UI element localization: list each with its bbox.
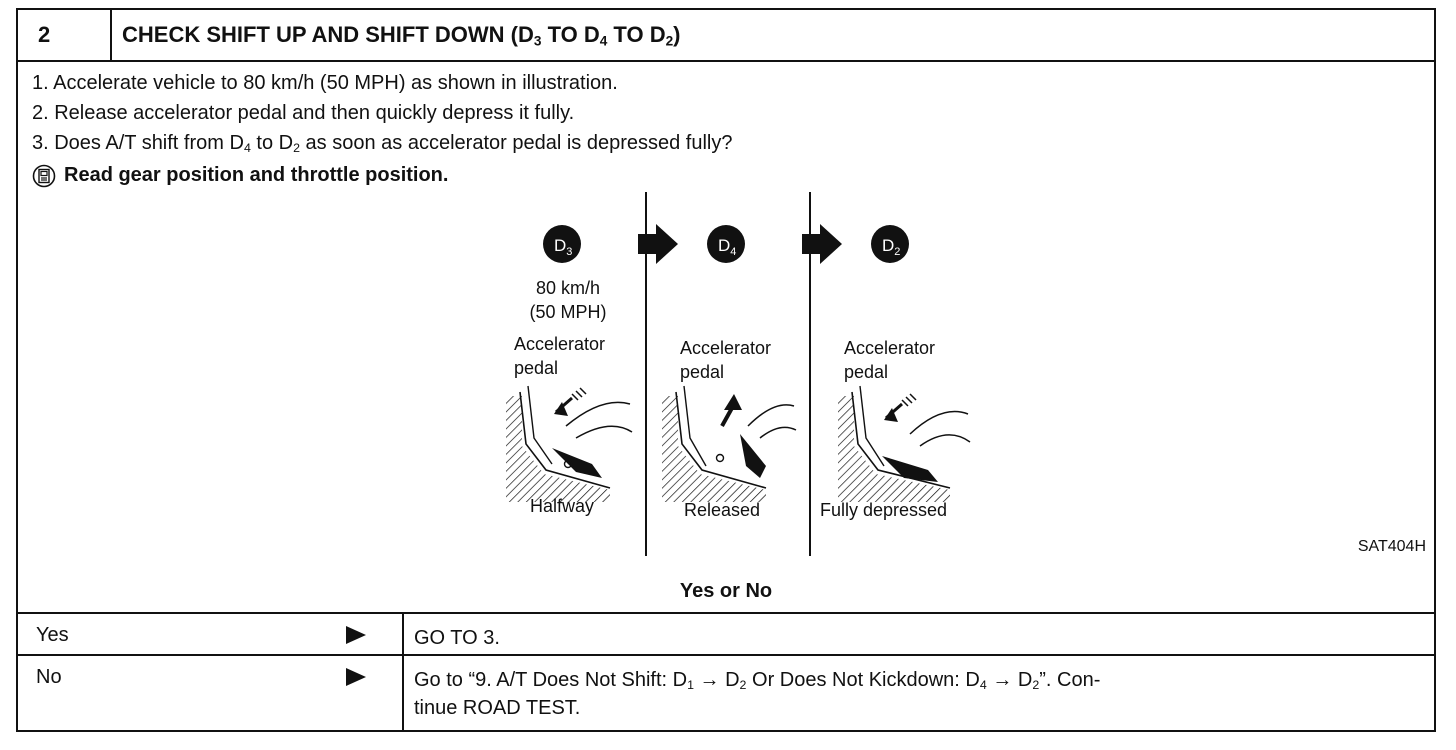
gear-d4-label: D4: [718, 236, 736, 258]
pointer-arrow-icon: [346, 668, 366, 686]
gear-d3-label: D3: [554, 236, 572, 258]
gear-d2-circle: [871, 225, 909, 263]
step-title: CHECK SHIFT UP AND SHIFT DOWN (D3 TO D4 …: [122, 22, 681, 49]
answer-no-label: No: [36, 666, 62, 688]
pedal-label-1: Accelerator pedal: [514, 334, 606, 378]
state-label-halfway: Halfway: [530, 496, 595, 516]
gear-d2-label: D2: [882, 236, 900, 258]
instruction-step-3: 3. Does A/T shift from D4 to D2 as soon …: [32, 132, 733, 156]
monitor-note-text: Read gear position and throttle position…: [64, 164, 449, 186]
step-header: 2 CHECK SHIFT UP AND SHIFT DOWN (D3 TO D…: [18, 10, 1434, 62]
pedal-released-drawing: [662, 385, 797, 502]
state-label-released: Released: [684, 500, 761, 520]
shift-illustration: D3 D4 D2: [506, 192, 971, 556]
pedal-halfway-drawing: [506, 385, 633, 502]
illustration-code: SAT404H: [1357, 538, 1426, 555]
answer-row-no: No Go to “9. A/T Does Not Shift: D1 → D2…: [18, 654, 1434, 732]
monitor-note: Read gear position and throttle position…: [32, 160, 448, 190]
diagnostic-step-frame: 2 CHECK SHIFT UP AND SHIFT DOWN (D3 TO D…: [16, 8, 1436, 732]
answer-yes-action: GO TO 3.: [414, 627, 500, 649]
transition-arrow-2: [802, 224, 842, 264]
step-number: 2: [18, 10, 112, 60]
answer-no-action: Go to “9. A/T Does Not Shift: D1 → D2 Or…: [414, 669, 1101, 719]
instruction-step-1: 1. Accelerate vehicle to 80 km/h (50 MPH…: [32, 72, 618, 94]
state-label-fully-depressed: Fully depressed: [820, 500, 948, 520]
transition-arrow-1: [638, 224, 678, 264]
pedal-label-2: Accelerator pedal: [680, 338, 772, 382]
row-divider: [402, 656, 404, 732]
answer-yes-label: Yes: [36, 624, 69, 646]
gear-d4-circle: [707, 225, 745, 263]
pedal-fully-depressed-drawing: [838, 385, 971, 502]
instruction-list: 1. Accelerate vehicle to 80 km/h (50 MPH…: [32, 68, 732, 158]
speed-label: 80 km/h (50 MPH): [529, 278, 607, 322]
pointer-arrow-icon: [346, 626, 366, 644]
instruction-step-2: 2. Release accelerator pedal and then qu…: [32, 102, 575, 124]
answer-row-yes: Yes GO TO 3.: [18, 612, 1434, 656]
gear-d3-circle: [543, 225, 581, 263]
row-divider: [402, 614, 404, 656]
question-label: Yes or No: [679, 580, 773, 602]
consult-monitor-icon: [32, 164, 56, 188]
pedal-label-3: Accelerator pedal: [844, 338, 936, 382]
